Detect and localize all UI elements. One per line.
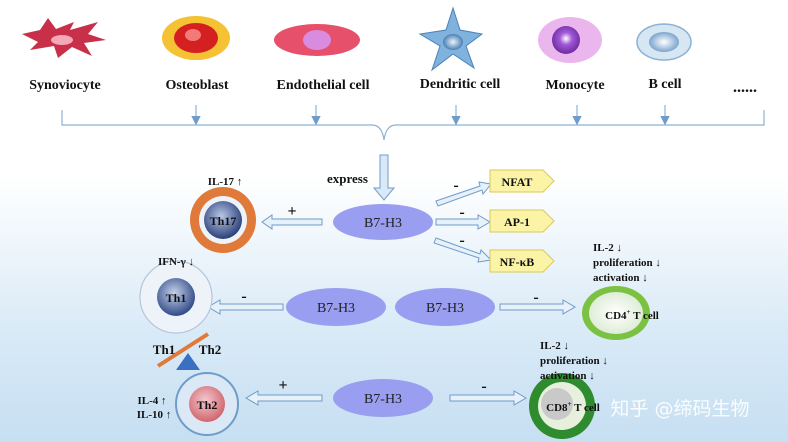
cd4-t-cell xyxy=(582,286,650,340)
arrow-b7h3-to-nfkb xyxy=(433,237,493,263)
cd4-effect-il2: IL-2 ↓ xyxy=(593,242,622,254)
endothelial-cell-label: Endothelial cell xyxy=(277,78,370,93)
endothelial-cell-icon xyxy=(274,24,360,56)
th17-plus-sign: + xyxy=(287,203,296,220)
osteoblast-label: Osteoblast xyxy=(166,78,229,93)
th1-th2-balance-icon xyxy=(156,332,210,370)
ap1-minus-sign: - xyxy=(459,204,464,221)
watermark: 知乎 @缔码生物 xyxy=(610,398,749,420)
ap1-box: AP-1 xyxy=(489,209,555,233)
b7h3-mid-left-label: B7-H3 xyxy=(317,301,355,316)
th2-effect-il4: IL-4 ↑ xyxy=(137,395,166,407)
ap1-label: AP-1 xyxy=(504,215,530,229)
cd8-label: CD8+ T cell xyxy=(546,400,600,414)
th17-label: Th17 xyxy=(210,214,237,228)
arrow-b7h3-to-nfat xyxy=(435,181,492,207)
arrow-b7h3-to-cd8 xyxy=(449,390,527,406)
more-cells-ellipsis: ...... xyxy=(733,79,757,96)
th2-label: Th2 xyxy=(197,398,218,412)
arrow-b7h3-to-th2 xyxy=(245,390,323,406)
express-arrow xyxy=(372,154,396,201)
b7h3-top-node xyxy=(333,204,433,240)
th17-cell xyxy=(190,187,256,253)
convergence-bracket xyxy=(61,105,765,141)
dendritic-cell-icon xyxy=(418,6,484,72)
nfat-minus-sign: - xyxy=(453,177,458,194)
cd8-t-cell xyxy=(529,373,595,439)
cd4-effect-proliferation: proliferation ↓ xyxy=(593,257,661,269)
cd8-effect-activation: activation ↓ xyxy=(540,370,595,382)
arrow-b7h3-to-th1 xyxy=(207,299,284,315)
osteoblast-icon xyxy=(162,16,230,60)
balance-th2-label: Th2 xyxy=(199,342,221,357)
b-cell-icon xyxy=(636,23,692,61)
cd8-effect-il2: IL-2 ↓ xyxy=(540,340,569,352)
synoviocyte-label: Synoviocyte xyxy=(29,78,101,93)
th2-cell xyxy=(175,372,239,436)
arrow-b7h3-to-cd4 xyxy=(499,299,576,315)
nfkb-label: NF-κB xyxy=(500,255,535,269)
cd8-effect-proliferation: proliferation ↓ xyxy=(540,355,608,367)
th2-plus-sign: + xyxy=(278,377,287,394)
b7h3-mid-right-node xyxy=(395,288,495,326)
monocyte-icon xyxy=(538,17,602,63)
b7h3-bottom-label: B7-H3 xyxy=(364,392,402,407)
nfkb-minus-sign: - xyxy=(459,232,464,249)
b7h3-top-label: B7-H3 xyxy=(364,216,402,231)
b7h3-mid-right-label: B7-H3 xyxy=(426,301,464,316)
monocyte-label: Monocyte xyxy=(545,78,604,93)
th1-effect: IFN-γ ↓ xyxy=(158,256,194,268)
synoviocyte-icon xyxy=(22,18,106,58)
cd8-minus-sign: - xyxy=(481,378,486,395)
cd4-label: CD4+ T cell xyxy=(605,308,659,322)
arrow-b7h3-to-ap1 xyxy=(435,214,491,230)
dendritic-cell-label: Dendritic cell xyxy=(420,77,501,92)
th1-minus-sign: - xyxy=(241,288,246,305)
nfat-box: NFAT xyxy=(489,169,555,193)
cd4-minus-sign: - xyxy=(533,289,538,306)
express-label: express xyxy=(327,171,368,186)
b-cell-label: B cell xyxy=(648,77,681,92)
balance-th1-label: Th1 xyxy=(153,342,175,357)
th2-effect-il10: IL-10 ↑ xyxy=(137,409,172,421)
cd4-effect-activation: activation ↓ xyxy=(593,272,648,284)
b7h3-bottom-node xyxy=(333,379,433,417)
nfkb-box: NF-κB xyxy=(489,249,555,273)
b7h3-mid-left-node xyxy=(286,288,386,326)
th1-cell xyxy=(139,260,213,334)
th1-label: Th1 xyxy=(166,291,187,305)
nfat-label: NFAT xyxy=(502,175,533,189)
arrow-b7h3-to-th17 xyxy=(261,214,323,230)
th17-effect: IL-17 ↑ xyxy=(208,176,243,188)
